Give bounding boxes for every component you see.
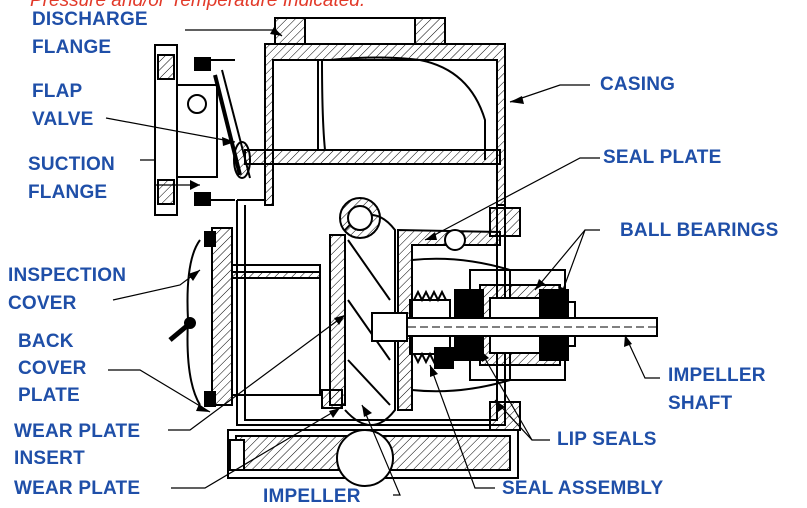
- label-flap-valve: FLAP VALVE: [32, 80, 94, 131]
- label-suction-flange-line-1: SUCTION: [28, 154, 115, 175]
- label-wear-plate-insert: WEAR PLATE INSERT: [14, 420, 140, 470]
- label-back-cover-plate-line-1: BACK: [18, 331, 74, 352]
- label-back-cover-plate-line-3: PLATE: [18, 385, 80, 406]
- flap-valve-part: [213, 69, 251, 179]
- label-flap-valve-line-1: FLAP: [32, 81, 83, 102]
- label-wear-plate: WEAR PLATE: [14, 478, 141, 499]
- label-discharge-flange: DISCHARGE FLANGE: [32, 8, 148, 59]
- label-back-cover-plate: BACK COVER PLATE: [18, 330, 87, 407]
- label-impeller: IMPELLER: [263, 486, 361, 507]
- label-flap-valve-line-2: VALVE: [32, 109, 94, 130]
- label-seal-plate: SEAL PLATE: [603, 147, 722, 168]
- label-impeller-shaft-line-1: IMPELLER: [668, 365, 766, 386]
- suction-flange-part: [154, 44, 235, 216]
- label-inspection-cover-line-1: INSPECTION: [8, 265, 127, 286]
- leader-arrowheads: [188, 27, 632, 418]
- label-inspection-cover-line-2: COVER: [8, 293, 77, 314]
- inspection-cover-part: [168, 227, 233, 407]
- label-ball-bearings: BALL BEARINGS: [620, 220, 779, 241]
- back-cover-plate-part: [231, 238, 321, 405]
- label-impeller-shaft: IMPELLER SHAFT: [668, 364, 766, 415]
- label-discharge-flange-line-2: FLANGE: [32, 37, 112, 58]
- label-wear-plate-insert-line-2: INSERT: [14, 448, 85, 469]
- label-lip-seals: LIP SEALS: [557, 429, 657, 450]
- label-suction-flange: SUCTION FLANGE: [28, 153, 115, 204]
- label-seal-assembly: SEAL ASSEMBLY: [502, 478, 664, 499]
- seal-assembly-part: [409, 289, 454, 369]
- impeller-shaft-part: [371, 312, 658, 342]
- label-inspection-cover: INSPECTION COVER: [8, 264, 126, 315]
- label-suction-flange-line-2: FLANGE: [28, 182, 108, 203]
- impeller-part: [321, 197, 396, 426]
- label-impeller-shaft-line-2: SHAFT: [668, 393, 733, 414]
- label-discharge-flange-line-1: DISCHARGE: [32, 9, 148, 30]
- label-wear-plate-insert-line-1: WEAR PLATE: [14, 421, 141, 442]
- caption-text: Pressure and/or Temperature Indicated.: [30, 0, 366, 11]
- label-back-cover-plate-line-2: COVER: [18, 358, 87, 379]
- discharge-flange-part: [274, 17, 446, 45]
- label-casing: CASING: [600, 74, 676, 95]
